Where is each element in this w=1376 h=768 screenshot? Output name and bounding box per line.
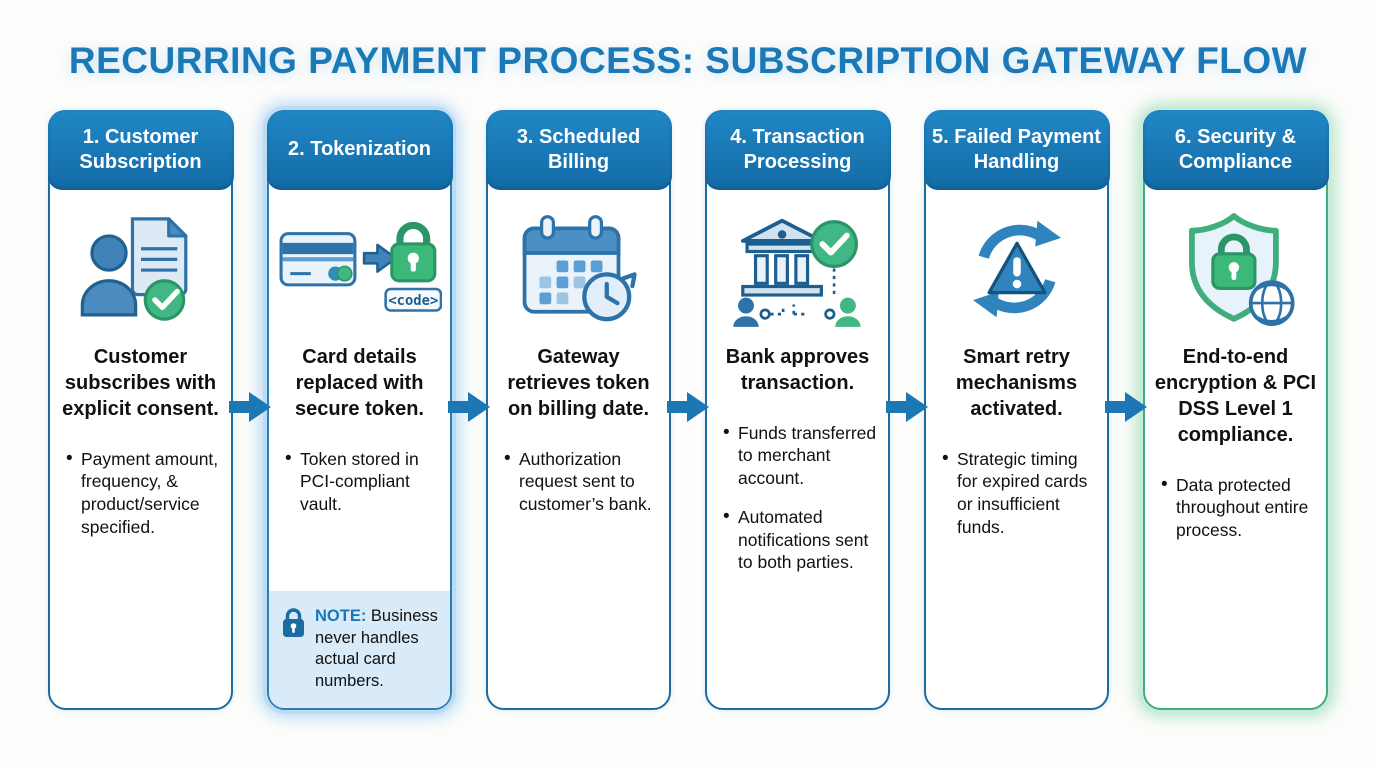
step-card-customer-subscription: 1. Customer Subscription Customer subscr… (47, 109, 234, 710)
retry-warning-icon (926, 198, 1107, 340)
right-arrow-icon (886, 392, 928, 422)
flow-arrow-gap (448, 110, 490, 710)
step-bullets: Payment amount, frequency, & product/ser… (50, 447, 231, 555)
step-summary: End-to-end encryption & PCI DSS Level 1 … (1154, 345, 1317, 446)
bank-approval-icon (707, 198, 888, 340)
step-summary: Gateway retrieves token on billing date. (507, 345, 650, 420)
right-arrow-icon (229, 392, 271, 422)
shield-lock-globe-icon (1145, 198, 1326, 340)
note-text: NOTE: Business never handles actual card… (315, 606, 440, 692)
step-header: 1. Customer Subscription (47, 109, 234, 190)
step-card-failed-payment-handling: 5. Failed Payment Handling Smart retry m… (923, 109, 1110, 710)
code-tag-label: <code> (388, 292, 438, 308)
step-header: 5. Failed Payment Handling (923, 109, 1110, 190)
bullet-item: Data protected throughout entire process… (1161, 472, 1318, 542)
step-card-security-compliance: 6. Security & Compliance End-to-end encr… (1142, 109, 1329, 710)
note-body: Business never handles actual card numbe… (315, 607, 438, 690)
step-summary: Bank approves transaction. (725, 345, 870, 394)
step-bullets: Strategic timing for expired cards or in… (926, 447, 1107, 555)
step-bullets: Data protected throughout entire process… (1145, 472, 1326, 558)
infographic-page: RECURRING PAYMENT PROCESS: SUBSCRIPTION … (0, 40, 1376, 768)
calendar-clock-icon (488, 198, 669, 340)
page-title: RECURRING PAYMENT PROCESS: SUBSCRIPTION … (68, 40, 1308, 81)
step-header: 2. Tokenization (266, 109, 453, 190)
step-header: 6. Security & Compliance (1142, 109, 1329, 190)
step-header: 4. Transaction Processing (704, 109, 891, 190)
customer-subscription-icon (50, 198, 231, 340)
right-arrow-icon (667, 392, 709, 422)
step-header: 3. Scheduled Billing (485, 109, 672, 190)
step-card-scheduled-billing: 3. Scheduled Billing (485, 109, 672, 710)
note-label: NOTE: (315, 607, 367, 626)
lock-icon (283, 608, 304, 638)
bullet-item: Token stored in PCI-compliant vault. (285, 446, 442, 516)
flow-arrow-gap (229, 110, 271, 710)
process-flow: 1. Customer Subscription Customer subscr… (47, 109, 1329, 710)
step-summary: Smart retry mechanisms activated. (955, 345, 1078, 420)
bullet-item: Strategic timing for expired cards or in… (942, 447, 1099, 539)
step-bullets: Authorization request sent to customer’s… (488, 446, 669, 532)
flow-arrow-gap (667, 110, 709, 710)
step-summary: Card details replaced with secure token. (295, 345, 424, 420)
flow-arrow-gap (1105, 110, 1147, 710)
right-arrow-icon (448, 392, 490, 422)
card-to-token-icon: <code> (269, 198, 450, 340)
right-arrow-icon (1105, 392, 1147, 422)
step-bullets: Funds transferred to merchant account. A… (707, 420, 888, 591)
step-card-transaction-processing: 4. Transaction Processing (704, 109, 891, 710)
bullet-item: Funds transferred to merchant account. (723, 420, 880, 490)
step-card-tokenization: 2. Tokenization <code> (266, 109, 453, 710)
flow-arrow-gap (886, 110, 928, 710)
step-summary: Customer subscribes with explicit consen… (62, 345, 219, 420)
bullet-item: Authorization request sent to customer’s… (504, 446, 661, 516)
step-bullets: Token stored in PCI-compliant vault. (269, 446, 450, 532)
bullet-item: Payment amount, frequency, & product/ser… (66, 447, 223, 539)
note-box: NOTE: Business never handles actual card… (269, 591, 450, 708)
bullet-item: Automated notifications sent to both par… (723, 505, 880, 574)
